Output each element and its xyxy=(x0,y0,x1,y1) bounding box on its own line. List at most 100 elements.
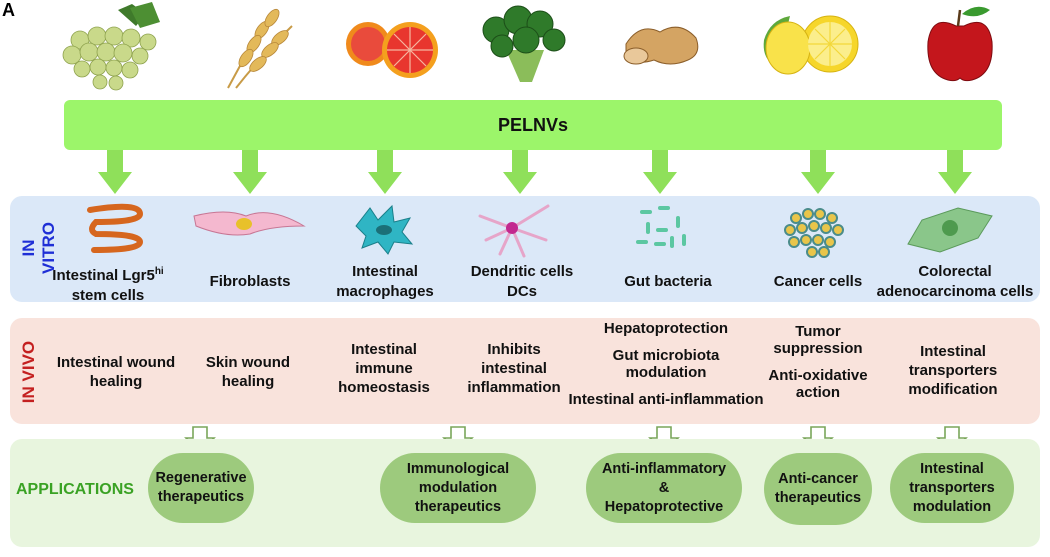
macrophage-icon xyxy=(355,204,414,255)
target-line: Gut bacteria xyxy=(624,273,712,290)
fibroblast-icon xyxy=(193,211,306,236)
down-arrow xyxy=(503,150,537,194)
superscript: hi xyxy=(154,266,164,277)
effect-line: inflammation xyxy=(467,379,561,396)
in-vitro-icons xyxy=(87,203,993,258)
application-line: therapeutics xyxy=(414,498,502,515)
target-line: Cancer cells xyxy=(773,273,863,290)
target-line: stem cells xyxy=(71,287,145,304)
application-line: transporters xyxy=(909,479,995,496)
in-vivo-label: IN VIVO xyxy=(19,340,38,404)
target-line: Fibroblasts xyxy=(209,273,291,290)
effect-line: Anti-oxidative xyxy=(768,367,868,384)
effect-line: healing xyxy=(221,373,275,390)
dendritic-cell-icon xyxy=(478,204,550,258)
pelnvs-bar: PELNVs xyxy=(64,100,1002,150)
application-line: & xyxy=(658,479,670,496)
down-arrow xyxy=(938,150,972,194)
panel-letter: A xyxy=(2,0,15,20)
pelnvs-arrows xyxy=(98,150,972,194)
in-vivo-effect: Intestinal immune homeostasis xyxy=(309,340,459,397)
application-pill: Anti-cancer therapeutics xyxy=(764,453,872,525)
effect-line: Intestinal wound xyxy=(56,354,176,371)
effect-line: Gut microbiota xyxy=(612,347,720,364)
grapefruit-icon xyxy=(346,22,438,78)
intestine-icon xyxy=(87,203,144,253)
effect-line: Hepatoprotection xyxy=(603,320,729,337)
application-pill: Anti-inflammatory & Hepatoprotective xyxy=(586,453,742,523)
application-line: modulation xyxy=(418,479,498,496)
in-vivo-effect: Skin wound healing xyxy=(173,353,323,391)
in-vitro-panel xyxy=(10,196,1040,302)
target-line: Intestinal Lgr5hi xyxy=(52,266,164,284)
target-line: macrophages xyxy=(336,283,434,300)
ginger-icon xyxy=(623,26,699,65)
apple-icon xyxy=(927,6,993,82)
effect-line: Tumor xyxy=(795,323,841,340)
cancer-cells-icon xyxy=(784,208,844,258)
effect-line: action xyxy=(795,384,841,401)
effect-line: suppression xyxy=(773,340,863,357)
application-line: therapeutics xyxy=(157,489,245,505)
in-vitro-target-label: Cancer cells xyxy=(723,272,913,292)
effect-line: healing xyxy=(89,373,143,390)
effect-line: immune xyxy=(355,360,413,377)
effect-line xyxy=(743,357,893,367)
in-vivo-effect: Intestinal wound healing xyxy=(41,353,191,391)
target-line: Colorectal xyxy=(918,263,992,280)
application-line: Hepatoprotective xyxy=(604,498,724,515)
target-line: adenocarcinoma cells xyxy=(876,283,1034,300)
application-text: Anti-cancer therapeutics xyxy=(775,470,861,508)
down-arrow xyxy=(643,150,677,194)
colorectal-cell-icon xyxy=(907,207,993,253)
in-vitro-target-label: Colorectal adenocarcinoma cells xyxy=(860,262,1050,302)
application-line: therapeutics xyxy=(774,490,862,506)
pelnvs-label: PELNVs xyxy=(497,114,569,135)
application-text: Immunological modulation therapeutics xyxy=(407,460,509,517)
in-vitro-target-label: Intestinal macrophages xyxy=(290,262,480,302)
effect-line: Inhibits xyxy=(487,341,541,358)
target-line: Dendritic cells xyxy=(470,263,574,280)
down-arrow xyxy=(801,150,835,194)
down-arrow xyxy=(233,150,267,194)
broccoli-icon xyxy=(482,5,566,82)
application-text: Regenerative therapeutics xyxy=(155,469,246,507)
in-vitro-target-label: Gut bacteria xyxy=(573,272,763,292)
bacteria-icon xyxy=(636,206,686,248)
target-line: Intestinal xyxy=(352,263,418,280)
effect-line: homeostasis xyxy=(338,379,430,396)
effect-line: intestinal xyxy=(481,360,547,377)
sources-row xyxy=(62,2,993,91)
grapes-icon xyxy=(62,2,160,91)
in-vivo-panel xyxy=(10,318,1040,424)
effect-line: Skin wound xyxy=(205,354,291,371)
application-pill: Intestinal transporters modulation xyxy=(890,453,1014,523)
effect-line: Intestinal anti-inflammation xyxy=(568,391,764,408)
in-vitro-target-label: Intestinal Lgr5hi stem cells xyxy=(13,262,203,306)
application-pill: Regenerative therapeutics xyxy=(148,453,254,523)
effect-line: Intestinal xyxy=(351,341,417,358)
application-line: Regenerative xyxy=(155,470,247,486)
effect-line: modification xyxy=(908,381,998,398)
application-line: Immunological xyxy=(406,460,510,477)
application-text: Anti-inflammatory & Hepatoprotective xyxy=(602,460,726,517)
lemon-icon xyxy=(763,15,859,75)
application-pill: Immunological modulation therapeutics xyxy=(380,453,536,523)
application-line: Anti-inflammatory xyxy=(601,460,727,477)
wheat-icon xyxy=(227,8,293,89)
application-text: Intestinal transporters modulation xyxy=(909,460,994,517)
down-arrow xyxy=(98,150,132,194)
applications-label: APPLICATIONS xyxy=(16,481,134,498)
effect-line: Intestinal xyxy=(920,343,986,360)
in-vivo-effect: Inhibits intestinal inflammation xyxy=(439,340,589,397)
effect-line: transporters xyxy=(908,362,998,379)
target-line: DCs xyxy=(506,283,537,300)
effect-line: modulation xyxy=(625,364,707,381)
application-line: Anti-cancer xyxy=(778,471,858,487)
application-line: Intestinal xyxy=(920,460,984,477)
in-vivo-effect: Intestinal transporters modification xyxy=(878,342,1028,399)
application-line: modulation xyxy=(912,498,992,515)
